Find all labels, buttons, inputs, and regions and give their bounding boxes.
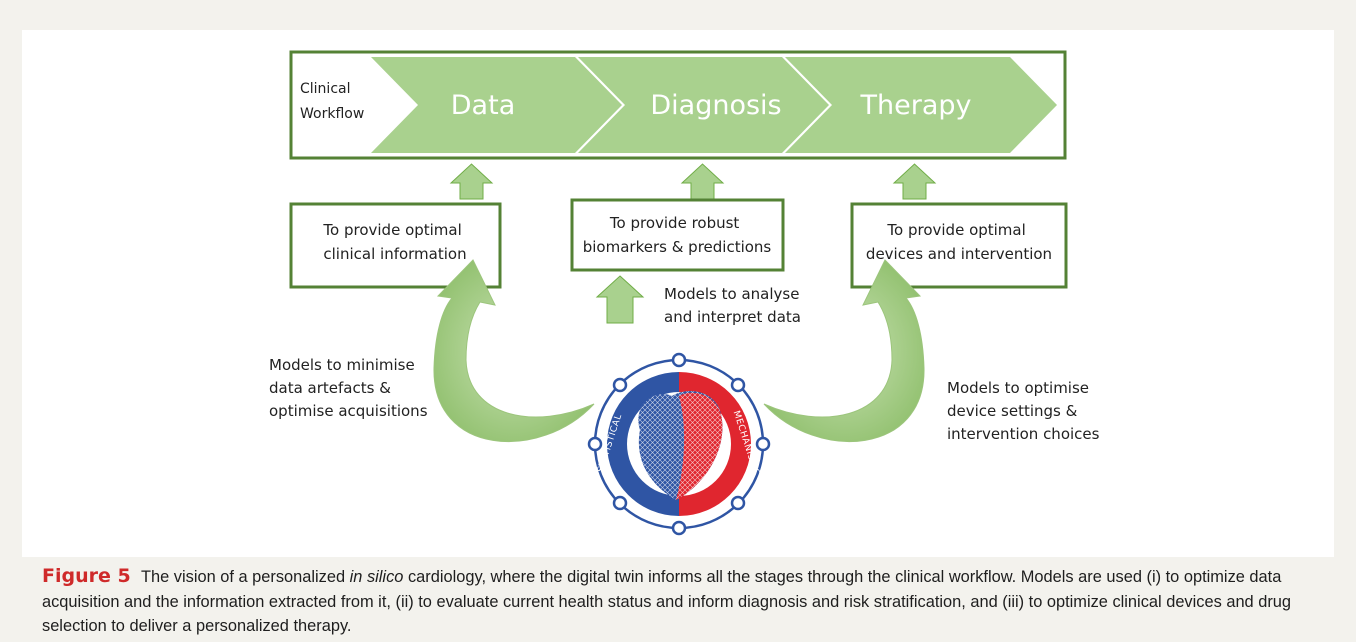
stage-label: Diagnosis [650,90,781,121]
digital-twin-emblem: STATISTICAL MECHANISTIC [587,352,771,536]
up-arrow-icon [449,163,494,200]
caption-italic: in silico [349,568,404,586]
figure-label: Figure 5 [42,565,131,587]
figure-diagram: Clinical Workflow Data Diagnosis Therapy… [269,50,1100,536]
chevron-data [371,57,622,153]
heart-icon [638,391,723,500]
curved-arrow-right [763,259,925,443]
stage-label: Therapy [860,90,972,121]
up-arrow-icon [892,163,937,200]
info-box-diagnosis [570,198,785,272]
info-box-text: To provide robust biomarkers & predictio… [583,214,772,256]
center-label: Models to analyse and interpret data [664,285,804,326]
chevron-therapy [785,57,1057,153]
info-box-text: To provide optimal devices and intervent… [866,221,1052,263]
workflow-label: Clinical Workflow [300,81,364,122]
right-label: Models to optimise device settings & int… [947,379,1100,443]
up-arrow-icon [595,275,645,324]
ring-nodes [587,352,771,536]
left-label: Models to minimise data artefacts & opti… [269,356,428,420]
curved-arrow-left [433,259,595,443]
caption-text: The vision of a personalized [140,568,346,586]
figure-caption: Figure 5 The vision of a personalized in… [42,564,1322,639]
caption-text-rest: cardiology, where the digital twin infor… [42,568,1292,635]
chevron-diagnosis [578,57,829,153]
info-box-text: To provide optimal clinical information [322,221,466,263]
up-arrow-icon [680,163,725,200]
stage-label: Data [451,90,515,121]
